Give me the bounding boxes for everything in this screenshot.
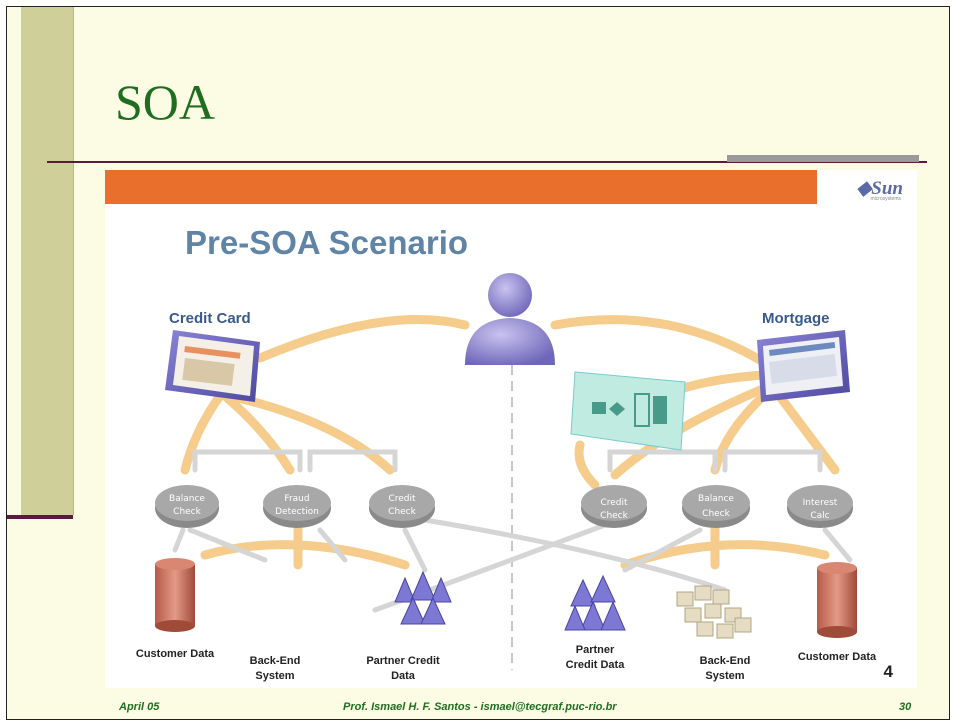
arrow-cc-fraud xyxy=(220,391,295,475)
grey-link-4 xyxy=(722,449,823,473)
grey-link-6 xyxy=(317,527,348,563)
customer-data-left-icon xyxy=(155,558,195,632)
svc-fraud-l1: Fraud xyxy=(284,494,309,504)
grey-link-1 xyxy=(192,449,303,473)
grey-link-2 xyxy=(307,449,398,473)
slide-title: SOA xyxy=(115,74,216,130)
svc-credit-r-l1: Credit xyxy=(600,498,628,508)
svc-balance-check-l1: Balance xyxy=(169,494,205,504)
svc-credit-l1: Credit xyxy=(388,494,416,504)
title-divider-accent xyxy=(727,155,919,162)
grey-link-10 xyxy=(187,527,268,563)
partner-left-icon xyxy=(394,570,452,625)
grey-link-5 xyxy=(172,527,186,553)
backend-left-label: Back-End System xyxy=(249,655,301,682)
arrow-user-creditcard xyxy=(255,315,470,363)
footer-author: Prof. Ismael H. F. Santos - ismael@tecgr… xyxy=(343,701,617,713)
side-divider xyxy=(7,515,73,519)
svc-interest-l2: Calc xyxy=(810,511,829,521)
backend-right-icon xyxy=(676,585,752,639)
sun-logo: ◆Sun xyxy=(856,178,903,199)
workflow-screen-icon xyxy=(570,371,686,451)
arrow-mortgage-interest xyxy=(770,385,840,475)
svc-credit-r-l2: Check xyxy=(600,511,628,521)
footer-page: 30 xyxy=(899,701,912,713)
arrow-cc-balance xyxy=(180,391,225,475)
header-bar xyxy=(105,170,917,204)
grey-cross-1 xyxy=(422,517,728,593)
credit-card-label: Credit Card xyxy=(169,310,251,327)
svc-balance-check-l2: Check xyxy=(173,507,201,517)
svc-interest-l1: Interest xyxy=(803,498,838,508)
svc-credit-l2: Check xyxy=(388,507,416,517)
diagram-title: Pre-SOA Scenario xyxy=(185,224,469,261)
user-icon xyxy=(465,273,555,365)
customer-data-right-icon xyxy=(817,562,857,638)
side-bar xyxy=(21,7,74,515)
svc-balance-r-l1: Balance xyxy=(698,494,734,504)
customer-data-left-label: Customer Data xyxy=(135,648,215,660)
mortgage-label: Mortgage xyxy=(762,310,830,327)
partner-left-label: Partner Credit Data xyxy=(366,655,440,682)
diagram-graphics: Balance Check Fraud Detection Credit Che… xyxy=(155,273,857,670)
title-divider xyxy=(47,161,927,163)
pre-soa-diagram: ◆Sun microsystems Pre-SOA Scenario xyxy=(105,170,917,688)
credit-card-screen-icon xyxy=(165,330,260,402)
arrow-cc-credit xyxy=(225,391,395,475)
figure-page-number: 4 xyxy=(883,662,893,681)
arrow-flow-credit xyxy=(574,440,600,490)
grey-link-3 xyxy=(607,449,718,473)
footer-date: April 05 xyxy=(119,701,160,713)
grey-link-8 xyxy=(822,527,853,563)
sun-logo-box: ◆Sun microsystems xyxy=(817,170,917,204)
backend-right-label: Back-End System xyxy=(699,655,751,682)
sun-logo-sub: microsystems xyxy=(870,196,901,202)
partner-right-label: Partner Credit Data xyxy=(565,644,625,671)
svc-fraud-l2: Detection xyxy=(275,507,319,517)
service-nodes xyxy=(155,485,853,528)
grey-link-9 xyxy=(622,527,703,573)
grey-link-7 xyxy=(402,527,428,573)
slide: SOA ◆Sun microsystems Pre-SOA Scenario xyxy=(6,6,950,720)
arrow-user-mortgage xyxy=(550,315,765,365)
mortgage-screen-icon xyxy=(757,330,850,402)
customer-data-right-label: Customer Data xyxy=(797,651,877,663)
partner-right-icon xyxy=(564,574,626,631)
svc-balance-r-l2: Check xyxy=(702,509,730,519)
